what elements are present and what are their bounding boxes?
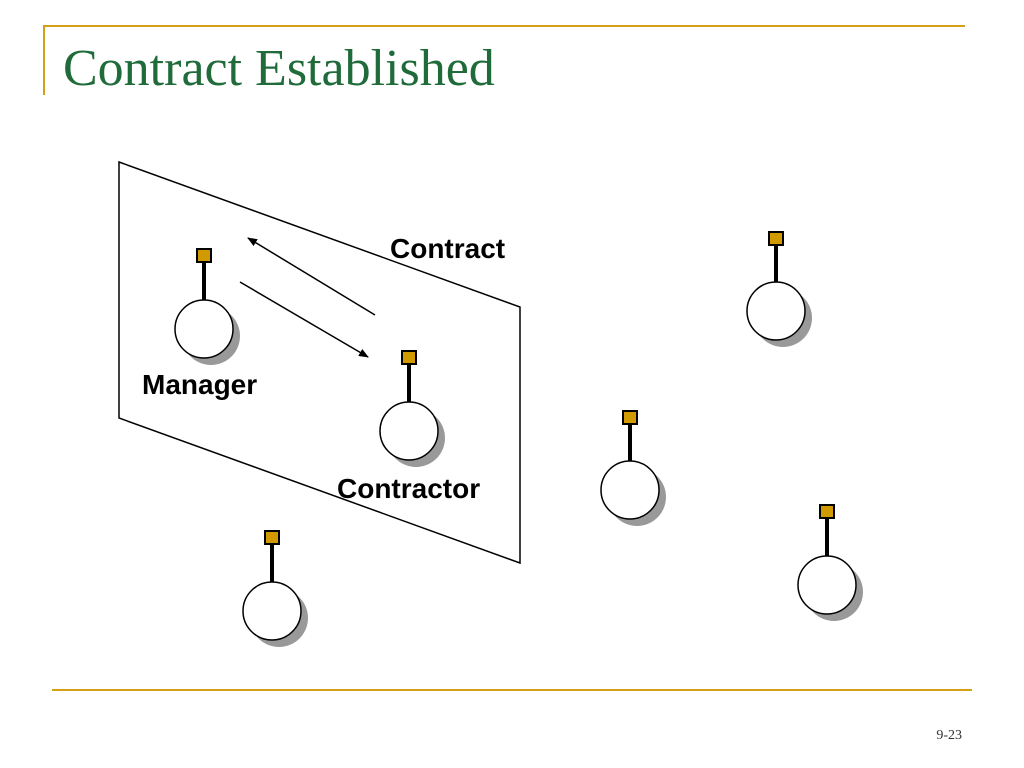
agent-node-icon [797,504,863,621]
page-number: 9-23 [936,728,962,743]
slide-title: Contract Established [63,40,495,97]
manager-label: Manager [142,369,257,400]
contract-plane [118,160,521,565]
bottom-rule [52,689,972,691]
contract-label: Contract [390,233,505,264]
contractor-label: Contractor [337,473,480,504]
agent-node-icon [174,248,240,365]
title-frame-left [43,25,45,95]
agent-node-icon [600,410,666,526]
agent-node-icon [746,231,812,347]
agent-node-icon [379,350,445,467]
arrow-to-contractor [239,281,369,358]
arrow-to-manager [247,237,376,316]
title-frame-top [43,25,965,27]
agent-node-icon [242,530,308,647]
